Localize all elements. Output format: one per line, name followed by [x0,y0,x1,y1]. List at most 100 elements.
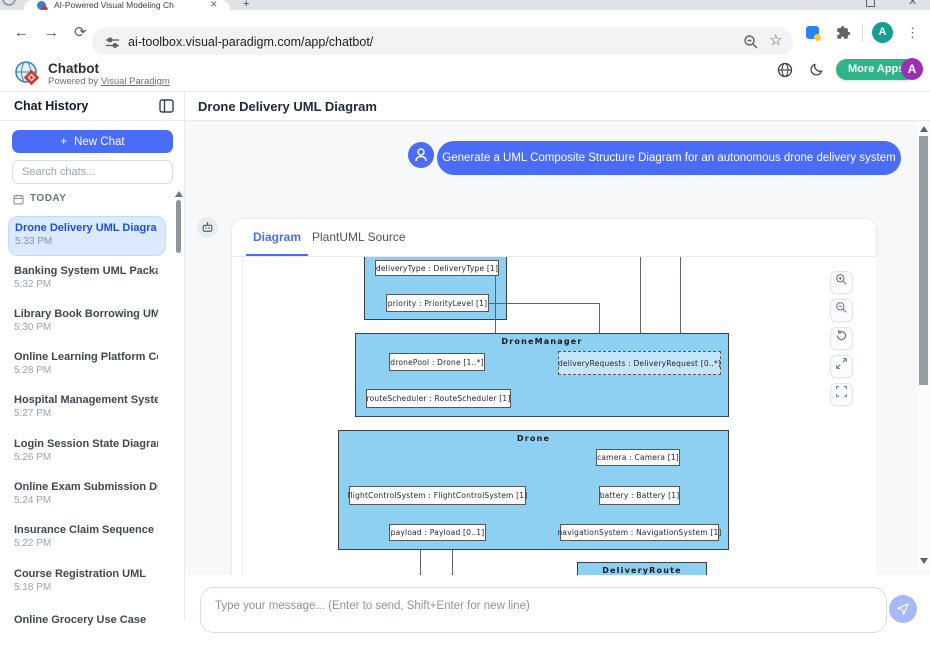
bot-response-card: Diagram PlantUML Source deliveryType : D… [231,218,877,620]
calendar-icon [13,194,24,205]
powered-by-text: Powered by Visual Paradigm [48,76,170,87]
zoom-in-button[interactable] [830,271,853,294]
dark-mode-moon-icon[interactable] [809,62,824,82]
plus-icon: + [60,135,68,148]
uml-box-drone-manager: DroneManager dronePool : Drone [1..*] de… [355,333,729,417]
tab-plantuml-source[interactable]: PlantUML Source [312,230,406,244]
navbar-separator [862,23,863,42]
chat-item-online-grocery[interactable]: Online Grocery Use Case [14,614,147,626]
tab-title: AI-Powered Visual Modeling Ch [54,0,174,10]
uml-part-camera: camera : Camera [1] [596,449,680,466]
window-restore-icon[interactable] [866,0,875,7]
uml-box-drone: Drone camera : Camera [1] flightControlS… [338,430,729,550]
chat-history-title: Chat History [14,99,89,113]
sidebar-header: Chat History [0,92,185,121]
chat-history-sidebar: +New Chat TODAY Drone Delivery UML Diagr… [0,121,185,626]
new-tab-button[interactable]: + [243,0,250,10]
uml-title-delivery-route: DeliveryRoute [602,566,682,575]
sidebar-scroll-up-arrow[interactable] [175,191,183,197]
uml-part-flightControlSystem: flightControlSystem : FlightControlSyste… [348,486,527,505]
reload-icon[interactable]: ⟳ [74,24,87,41]
app-header: Chatbot Powered by Visual Paradigm More … [0,55,930,92]
person-icon [415,148,427,162]
chat-item-online-learning[interactable]: Online Learning Platform Co...5:28 PM [14,351,158,376]
uml-part-deliveryType: deliveryType : DeliveryType [1] [375,260,499,276]
reset-view-button[interactable] [830,327,853,350]
conversation-header: Drone Delivery UML Diagram [185,92,930,121]
account-avatar[interactable]: A [901,58,923,80]
bot-avatar [197,217,218,238]
bookmark-star-icon[interactable]: ☆ [769,32,783,49]
url-text[interactable]: ai-toolbox.visual-paradigm.com/app/chatb… [128,35,374,49]
uml-part-payload: payload : Payload [0..1] [389,524,486,541]
user-message-bubble: Generate a UML Composite Structure Diagr… [437,141,901,175]
browser-tab[interactable]: AI-Powered Visual Modeling Ch ✕ [24,0,230,10]
tab-diagram[interactable]: Diagram [245,219,309,256]
back-icon[interactable]: ← [14,24,29,41]
chat-item-banking-system[interactable]: Banking System UML Packag...5:32 PM [14,265,158,290]
scroll-up-arrow[interactable] [920,126,928,132]
robot-icon [202,222,213,232]
tab-favicon-icon [37,1,46,10]
chat-item-hospital-management[interactable]: Hospital Management Syste...5:27 PM [14,394,158,419]
message-input[interactable] [200,587,887,633]
extension-doc-icon[interactable] [806,26,821,41]
browser-menu-icon[interactable]: ⋮ [906,25,919,40]
browser-profile-avatar[interactable]: A [872,22,893,43]
diagram-viewport[interactable]: deliveryType : DeliveryType [1] priority… [242,257,877,620]
app-title: Chatbot [48,61,99,76]
response-tabs: Diagram PlantUML Source [232,219,876,257]
visual-paradigm-logo-icon [14,60,41,92]
uml-connector [488,303,599,304]
new-chat-button[interactable]: +New Chat [12,130,173,153]
uml-connector [420,540,421,580]
browser-navbar: ← → ⟳ ai-toolbox.visual-paradigm.com/app… [0,10,930,57]
send-plane-icon [897,602,909,615]
forward-icon[interactable]: → [44,24,59,41]
uml-part-priority: priority : PriorityLevel [1] [386,294,489,312]
main-scrollbar[interactable] [917,122,930,568]
fit-to-screen-button[interactable] [830,355,853,378]
browser-tab-strip: AI-Powered Visual Modeling Ch ✕ + ✕ [0,0,930,10]
tab-close-icon[interactable]: ✕ [210,0,218,9]
fullscreen-button[interactable] [830,383,853,406]
uml-part-deliveryRequests: deliveryRequests : DeliveryRequest [0..*… [558,351,721,375]
sidebar-scrollbar-thumb[interactable] [176,200,181,253]
url-bar[interactable]: ai-toolbox.visual-paradigm.com/app/chatb… [92,27,793,57]
more-apps-button[interactable]: More Apps [836,59,917,80]
search-input[interactable] [12,160,173,184]
uml-connector [680,257,681,350]
uml-box-partial-top: deliveryType : DeliveryType [1] priority… [364,257,507,320]
user-message-avatar [408,142,434,168]
sidebar-collapse-icon[interactable] [159,99,174,118]
page-title: Drone Delivery UML Diagram [198,99,377,114]
send-button[interactable] [889,595,917,623]
section-header-today: TODAY [13,192,66,206]
uml-title-drone-manager: DroneManager [501,337,583,346]
zoom-out-button[interactable] [830,299,853,322]
visual-paradigm-link[interactable]: Visual Paradigm [100,76,170,87]
uml-connector [640,257,641,350]
site-settings-icon[interactable] [105,35,120,55]
scrollbar-thumb[interactable] [919,136,928,385]
message-input-bar [185,575,930,633]
extensions-puzzle-icon[interactable] [836,25,851,43]
uml-part-navigationSystem: navigationSystem : NavigationSystem [1] [557,524,721,541]
page-zoom-icon[interactable] [743,34,759,55]
uml-connector [599,303,600,350]
scroll-down-arrow[interactable] [920,558,928,564]
browser-profile-partial-icon [2,0,16,6]
uml-connector [495,275,496,359]
today-label: TODAY [30,193,67,204]
uml-part-battery: battery : Battery [1] [599,486,680,505]
uml-part-dronePool: dronePool : Drone [1..*] [389,353,485,371]
language-globe-icon[interactable] [777,62,793,83]
chat-item-online-exam[interactable]: Online Exam Submission Dia...5:24 PM [14,481,158,506]
uml-title-drone: Drone [516,434,551,443]
window-close-icon[interactable]: ✕ [908,0,918,8]
